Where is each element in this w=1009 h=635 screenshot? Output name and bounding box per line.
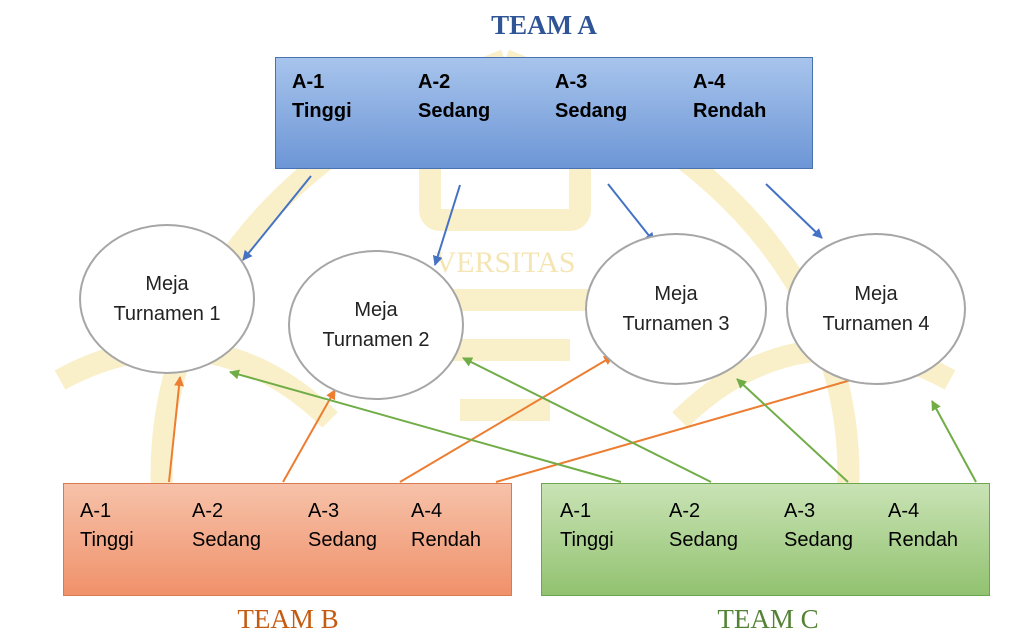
- member-code: A-2: [192, 500, 224, 522]
- member-code: A-1: [560, 500, 592, 522]
- team-b-box: A-1 Tinggi A-2 Sedang A-3 Sedang A-4 Ren…: [63, 483, 512, 596]
- tournament-table-2: Meja Turnamen 2: [288, 250, 464, 400]
- team-b-member-2: A-2 Sedang: [192, 497, 261, 555]
- arrow-team-a-member-4: [765, 183, 823, 239]
- team-b-member-3: A-3 Sedang: [308, 497, 377, 555]
- table-label-line1: Meja: [654, 283, 698, 305]
- team-c-member-4: A-4 Rendah: [888, 497, 958, 555]
- arrow-team-c-member-3: [736, 378, 849, 483]
- member-code: A-3: [784, 500, 816, 522]
- arrow-team-a-member-3: [607, 183, 655, 243]
- arrow-team-c-member-2: [462, 357, 712, 483]
- member-code: A-1: [292, 71, 325, 93]
- arrow-team-b-member-1: [168, 376, 185, 483]
- team-a-member-1: A-1 Tinggi: [292, 68, 352, 126]
- member-level: Tinggi: [560, 529, 614, 551]
- member-level: Rendah: [693, 100, 767, 122]
- arrow-team-b-member-2: [282, 389, 336, 483]
- team-c-box: A-1 Tinggi A-2 Sedang A-3 Sedang A-4 Ren…: [541, 483, 990, 596]
- table-label-line2: Turnamen 2: [322, 329, 430, 351]
- team-c-title: TEAM C: [717, 604, 819, 634]
- arrow-team-a-member-2: [432, 184, 461, 266]
- team-c-member-3: A-3 Sedang: [784, 497, 853, 555]
- member-level: Sedang: [555, 100, 628, 122]
- team-c-member-2: A-2 Sedang: [669, 497, 738, 555]
- team-c-member-1: A-1 Tinggi: [560, 497, 614, 555]
- team-b-member-1: A-1 Tinggi: [80, 497, 134, 555]
- table-label-line2: Turnamen 4: [822, 313, 930, 335]
- member-level: Rendah: [888, 529, 959, 551]
- member-level: Sedang: [418, 100, 491, 122]
- team-a-box: A-1 Tinggi A-2 Sedang A-3 Sedang A-4 Ren…: [275, 57, 813, 169]
- member-level: Sedang: [308, 529, 377, 551]
- tournament-table-1: Meja Turnamen 1: [79, 224, 255, 374]
- member-level: Rendah: [411, 529, 482, 551]
- arrow-team-b-member-3: [399, 355, 614, 483]
- tournament-table-3: Meja Turnamen 3: [585, 233, 767, 385]
- member-code: A-1: [80, 500, 112, 522]
- team-b-title: TEAM B: [237, 604, 339, 634]
- table-label-line2: Turnamen 1: [113, 303, 221, 325]
- member-code: A-2: [669, 500, 701, 522]
- member-code: A-4: [693, 71, 726, 93]
- arrow-team-a-member-1: [242, 175, 312, 261]
- table-label-line1: Meja: [354, 299, 398, 321]
- member-code: A-3: [555, 71, 588, 93]
- team-a-title: TEAM A: [491, 10, 597, 40]
- team-a-member-2: A-2 Sedang: [418, 68, 490, 126]
- member-level: Sedang: [669, 529, 738, 551]
- member-code: A-4: [411, 500, 443, 522]
- member-code: A-4: [888, 500, 920, 522]
- member-level: Sedang: [784, 529, 853, 551]
- team-a-member-4: A-4 Rendah: [693, 68, 766, 126]
- team-a-member-3: A-3 Sedang: [555, 68, 627, 126]
- member-code: A-3: [308, 500, 340, 522]
- table-label-line1: Meja: [854, 283, 898, 305]
- watermark-text: VERSITAS: [435, 246, 576, 279]
- team-b-member-4: A-4 Rendah: [411, 497, 481, 555]
- table-label-line2: Turnamen 3: [622, 313, 730, 335]
- member-code: A-2: [418, 71, 451, 93]
- member-level: Sedang: [192, 529, 261, 551]
- arrow-team-c-member-1: [229, 369, 622, 483]
- member-level: Tinggi: [80, 529, 134, 551]
- member-level: Tinggi: [292, 100, 352, 122]
- table-label-line1: Meja: [145, 273, 189, 295]
- tournament-table-4: Meja Turnamen 4: [786, 233, 966, 385]
- arrow-team-c-member-4: [931, 400, 977, 483]
